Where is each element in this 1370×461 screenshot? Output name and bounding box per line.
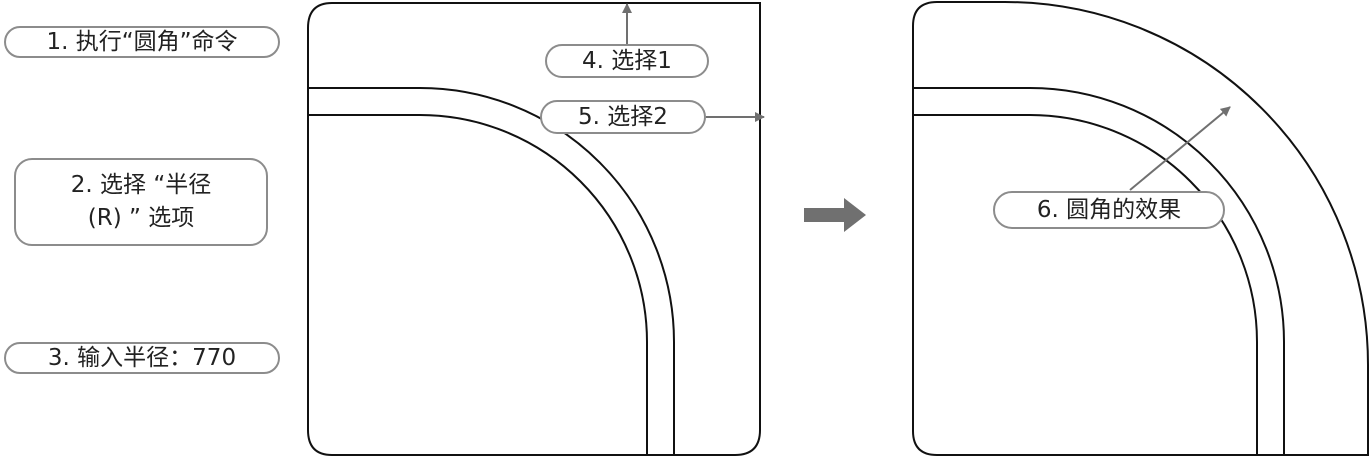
step2-callout: 2. 选择 “半径 (R) ” 选项: [14, 158, 268, 246]
step1-label: 1. 执行“圆角”命令: [46, 28, 238, 55]
after-inner-wall-inner: [913, 114, 1258, 455]
step6-callout: 6. 圆角的效果: [993, 191, 1225, 229]
right-arrow-icon: [804, 198, 866, 232]
before-panel: [307, 1, 765, 456]
step1-callout: 1. 执行“圆角”命令: [4, 26, 280, 58]
step5-label: 5. 选择2: [578, 103, 668, 130]
step6-label: 6. 圆角的效果: [1036, 196, 1182, 223]
before-inner-wall-outer: [308, 87, 675, 455]
fillet-effect-leader: [1129, 106, 1231, 191]
step4-callout: 4. 选择1: [545, 44, 709, 78]
step3-label: 3. 输入半径：770: [47, 344, 237, 371]
after-inner-wall-outer: [913, 87, 1285, 455]
after-panel: [912, 1, 1369, 456]
before-inner-wall-inner: [308, 114, 648, 455]
after-panel-frame: [912, 1, 1369, 456]
step2-label-line1: 2. 选择 “半径: [70, 171, 212, 198]
step5-callout: 5. 选择2: [540, 100, 706, 134]
step2-label-line2: (R) ” 选项: [87, 205, 195, 231]
step3-callout: 3. 输入半径：770: [4, 342, 280, 374]
before-panel-frame: [307, 1, 761, 456]
step4-label: 4. 选择1: [582, 47, 672, 74]
